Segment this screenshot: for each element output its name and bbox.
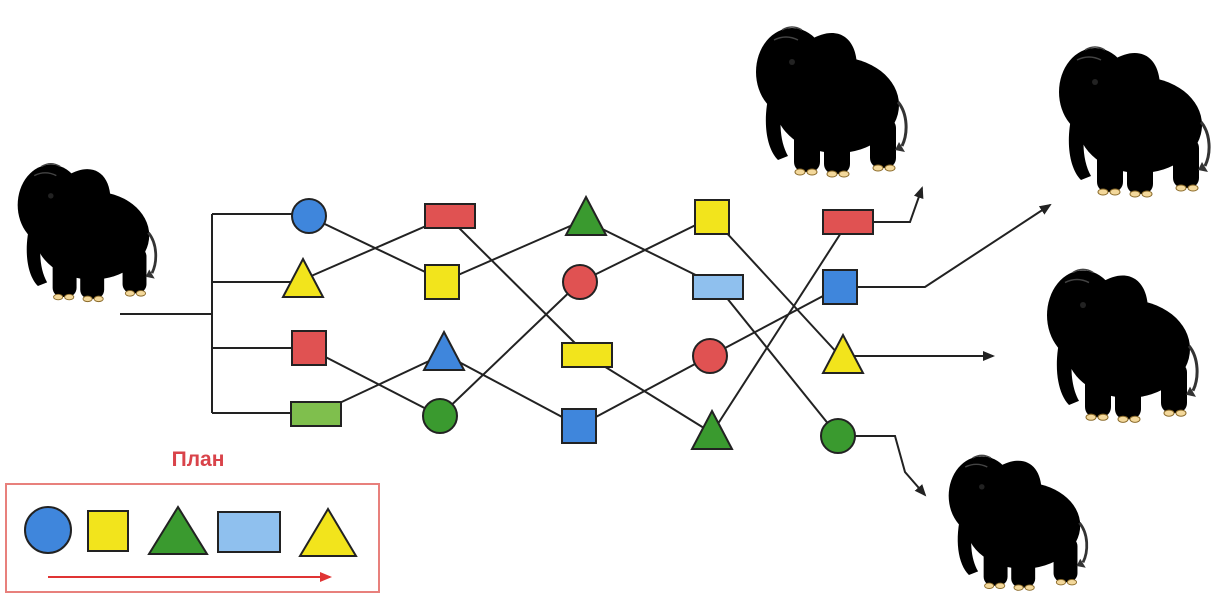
- plan-triangle-green: [147, 505, 209, 555]
- maze-node-circle-red: [562, 264, 598, 300]
- maze-node-square-yellow: [694, 199, 730, 235]
- plan-triangle-yellow: [298, 507, 358, 557]
- maze-node-rectangle-light_green: [290, 401, 342, 427]
- maze-node-circle-green: [422, 398, 458, 434]
- maze-node-rectangle-red: [822, 209, 874, 235]
- maze-lines: [120, 186, 1052, 497]
- maze-node-square-yellow: [424, 264, 460, 300]
- plan-box: [5, 483, 380, 593]
- plan-square-yellow: [87, 510, 129, 552]
- maze-node-square-blue: [561, 408, 597, 444]
- plan-rectangle-lightblue: [217, 511, 281, 553]
- maze-node-triangle-green: [564, 194, 608, 236]
- target-elephant-4: [947, 453, 1089, 592]
- plan-circle-blue: [24, 506, 72, 554]
- maze-node-circle-green: [820, 418, 856, 454]
- plan-sequence: [24, 505, 358, 582]
- target-elephant-2: [1057, 45, 1211, 199]
- maze-node-rectangle-yellow: [561, 342, 613, 368]
- plan-title: План: [171, 448, 225, 471]
- maze-node-triangle-yellow: [281, 256, 325, 298]
- maze-node-square-blue: [822, 269, 858, 305]
- maze-node-triangle-green: [690, 408, 734, 450]
- maze-node-circle-blue: [291, 198, 327, 234]
- maze-node-circle-red: [692, 338, 728, 374]
- maze-node-rectangle-red: [424, 203, 476, 229]
- maze-node-triangle-yellow: [821, 332, 865, 374]
- target-elephant-1: [754, 25, 908, 179]
- maze-node-square-red: [291, 330, 327, 366]
- target-elephant-3: [1045, 267, 1199, 424]
- maze-node-rectangle-lightblue: [692, 274, 744, 300]
- maze-node-triangle-blue: [422, 329, 466, 371]
- maze-nodes: [281, 194, 874, 454]
- start-elephant: [16, 162, 158, 304]
